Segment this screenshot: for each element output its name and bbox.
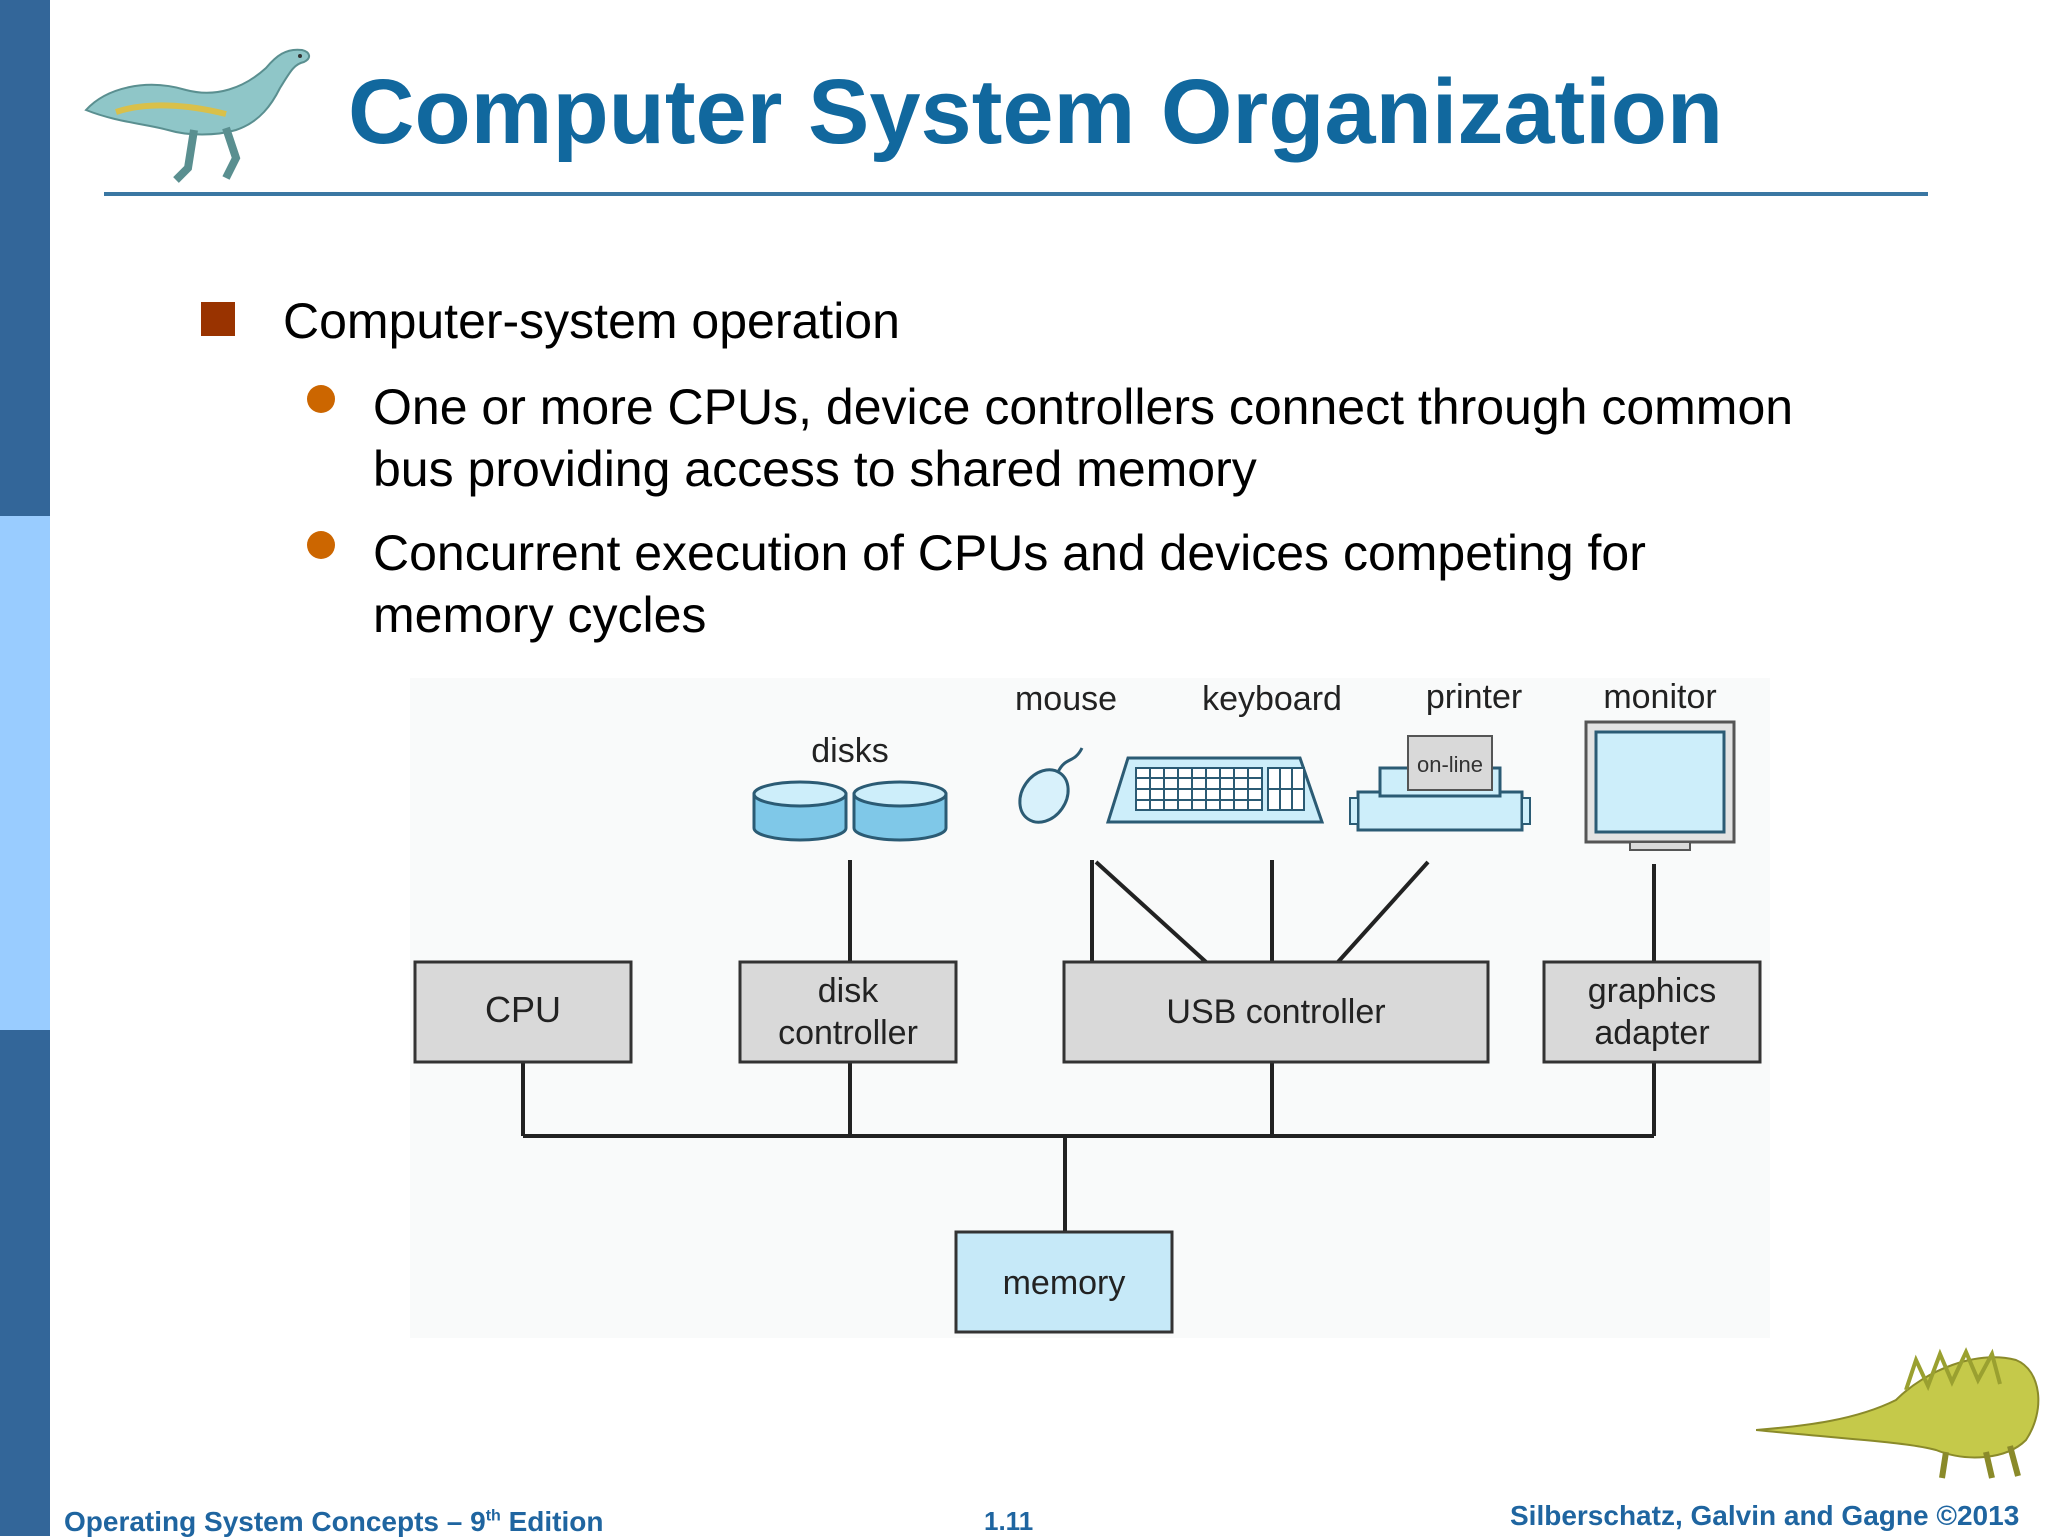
sidebar-bottom-band xyxy=(0,1030,50,1536)
bullet-level1: Computer-system operation xyxy=(283,293,900,349)
dinosaur-icon xyxy=(84,48,310,183)
bullet-level2-1-line2: bus providing access to shared memory xyxy=(373,441,1257,497)
label-mouse: mouse xyxy=(1015,680,1117,718)
footer-book-title-prefix: Operating System Concepts – 9 xyxy=(64,1506,486,1537)
bullet-level2-2: Concurrent execution of CPUs and devices… xyxy=(373,522,1646,646)
footer-authors: Silberschatz, Galvin and Gagne ©2013 xyxy=(1510,1500,2020,1531)
bullet-level2-1: One or more CPUs, device controllers con… xyxy=(373,376,1793,500)
printer-panel-label: on-line xyxy=(1417,752,1483,777)
usb-controller-label: USB controller xyxy=(1166,993,1385,1031)
label-keyboard: keyboard xyxy=(1202,680,1342,718)
memory-label: memory xyxy=(1003,1264,1126,1302)
system-organization-diagram: disks mouse keyboard on-line printer xyxy=(410,678,1770,1338)
cpu-box xyxy=(413,960,633,1064)
graphics-adapter-box xyxy=(1542,960,1762,1064)
footer-book-title-suffix: Edition xyxy=(500,1506,604,1537)
bullet-square-marker xyxy=(201,302,235,336)
printer-icon xyxy=(1349,735,1531,832)
cpu-label: CPU xyxy=(485,989,561,1030)
label-monitor: monitor xyxy=(1603,678,1716,716)
label-disks: disks xyxy=(811,732,888,770)
bullet-level2-1-line1: One or more CPUs, device controllers con… xyxy=(373,379,1794,435)
bullet-level2-2-line2: memory cycles xyxy=(373,587,707,643)
disk-controller-label-2: controller xyxy=(778,1014,918,1052)
sidebar-top-band xyxy=(0,0,50,516)
disk-controller-box xyxy=(738,960,958,1064)
memory-box xyxy=(954,1230,1174,1334)
label-printer: printer xyxy=(1426,678,1522,716)
monitor-icon xyxy=(1584,720,1736,851)
page-number: 1.11 xyxy=(984,1506,1034,1536)
bullet-level2-2-line1: Concurrent execution of CPUs and devices… xyxy=(373,525,1646,581)
footer-book-title: Operating System Concepts – 9th Edition xyxy=(64,1506,603,1538)
bus-lines xyxy=(521,860,1656,1232)
mouse-icon xyxy=(1018,747,1084,824)
bullet-dot-marker xyxy=(307,531,335,559)
graphics-adapter-label-2: adapter xyxy=(1594,1014,1709,1052)
keyboard-icon xyxy=(1105,756,1325,824)
dinosaur-icon xyxy=(1756,1347,2040,1479)
graphics-adapter-label-1: graphics xyxy=(1588,972,1717,1010)
usb-controller-box xyxy=(1062,960,1490,1064)
disk-controller-label-1: disk xyxy=(818,972,879,1010)
sidebar-middle-band xyxy=(0,516,50,1030)
footer-edition-suffix: th xyxy=(485,1507,501,1525)
title-divider xyxy=(104,192,1928,196)
bullet-dot-marker xyxy=(307,385,335,413)
page-title: Computer System Organization xyxy=(348,61,1724,163)
disk-icon xyxy=(752,780,948,842)
